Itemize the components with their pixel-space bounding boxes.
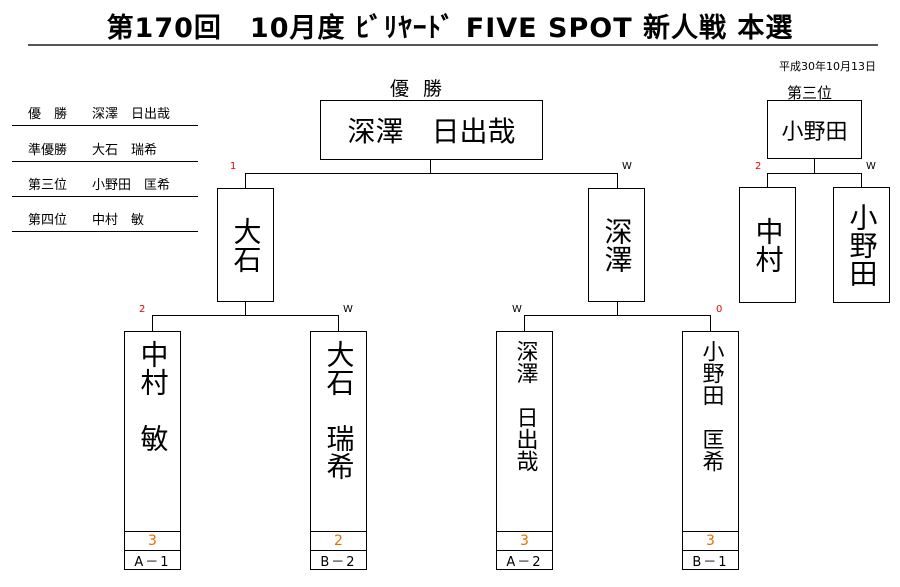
player-score-3: 3 (496, 531, 553, 551)
player-name-line1: 大石 (322, 340, 356, 396)
third-match-left-name: 中村 (751, 217, 785, 273)
third-match-left-score: 2 (755, 161, 762, 172)
round1-score-2: W (343, 304, 353, 315)
bracket-line (617, 173, 618, 189)
bracket-line (767, 173, 862, 174)
result-label: 第四位 (28, 213, 68, 228)
third-match-left-box: 中村 (739, 187, 796, 303)
bracket-line (152, 315, 339, 316)
player-group-3: A－2 (496, 550, 553, 570)
result-label: 優 勝 (28, 107, 68, 122)
player-name-line1: 中村 (136, 340, 170, 396)
champion-heading: 優勝 (390, 78, 457, 100)
player-name-line2: 瑞希 (322, 424, 356, 480)
bracket-line (152, 315, 153, 332)
bracket-line (338, 315, 339, 332)
semifinal-right-box: 深澤 (588, 188, 645, 302)
bracket-line (814, 159, 815, 173)
player-box-1: 中村 敏 (124, 331, 181, 532)
semifinal-left-box: 大石 (217, 188, 274, 302)
champion-name: 深澤 日出哉 (347, 115, 516, 148)
player-name-line2: 敏 (136, 424, 170, 452)
third-match-right-box: 小野田 (833, 187, 890, 303)
bracket-line (767, 173, 768, 188)
player-name-line2: 日出哉 (512, 406, 538, 472)
result-label: 準優勝 (28, 143, 68, 158)
event-date: 平成30年10月13日 (779, 60, 876, 73)
result-value: 小野田 匡希 (92, 178, 171, 193)
player-score-4: 3 (682, 531, 739, 551)
player-box-3: 深澤 日出哉 (496, 331, 553, 532)
bracket-line (245, 173, 246, 189)
bracket-line (245, 173, 617, 174)
semifinal-left-name: 大石 (229, 217, 263, 273)
bracket-line (524, 315, 711, 316)
page-title: 第170回 10月度 ﾋﾞﾘﾔｰﾄﾞ FIVE SPOT 新人戦 本選 (106, 13, 794, 44)
result-row-champion: 優 勝 深澤 日出哉 (12, 101, 198, 126)
player-name-line1: 深澤 (512, 340, 538, 384)
bracket-line (524, 315, 525, 332)
player-name-line1: 小野田 (698, 340, 724, 406)
third-match-right-name: 小野田 (845, 203, 879, 287)
player-box-4: 小野田 匡希 (682, 331, 739, 532)
result-label: 第三位 (28, 178, 68, 193)
result-value: 中村 敏 (92, 213, 145, 228)
result-row-fourth: 第四位 中村 敏 (12, 207, 198, 232)
result-row-runner-up: 準優勝 大石 瑞希 (12, 137, 198, 162)
player-score-1: 3 (124, 531, 181, 551)
player-score-2: 2 (310, 531, 367, 551)
result-value: 大石 瑞希 (92, 143, 158, 158)
bracket-line (861, 173, 862, 188)
title-divider (28, 44, 878, 46)
round1-score-3: W (512, 304, 522, 315)
result-row-third: 第三位 小野田 匡希 (12, 172, 198, 197)
third-place-heading: 第三位 (787, 84, 833, 102)
bracket-line (710, 315, 711, 332)
player-box-2: 大石 瑞希 (310, 331, 367, 532)
semifinal-right-score: W (622, 161, 632, 172)
bracket-line (617, 302, 618, 316)
bracket-line (430, 160, 431, 174)
round1-score-4: 0 (716, 304, 723, 315)
result-value: 深澤 日出哉 (92, 107, 171, 122)
third-place-name: 小野田 (781, 119, 848, 145)
semifinal-right-name: 深澤 (600, 217, 634, 273)
champion-box: 深澤 日出哉 (320, 100, 543, 160)
third-match-right-score: W (866, 161, 876, 172)
bracket-line (245, 302, 246, 316)
round1-score-1: 2 (139, 304, 146, 315)
semifinal-left-score: 1 (230, 161, 237, 172)
player-group-4: B－1 (682, 550, 739, 570)
player-group-1: A－1 (124, 550, 181, 570)
player-group-2: B－2 (310, 550, 367, 570)
player-name-line2: 匡希 (698, 428, 724, 472)
third-place-box: 小野田 (767, 100, 862, 159)
